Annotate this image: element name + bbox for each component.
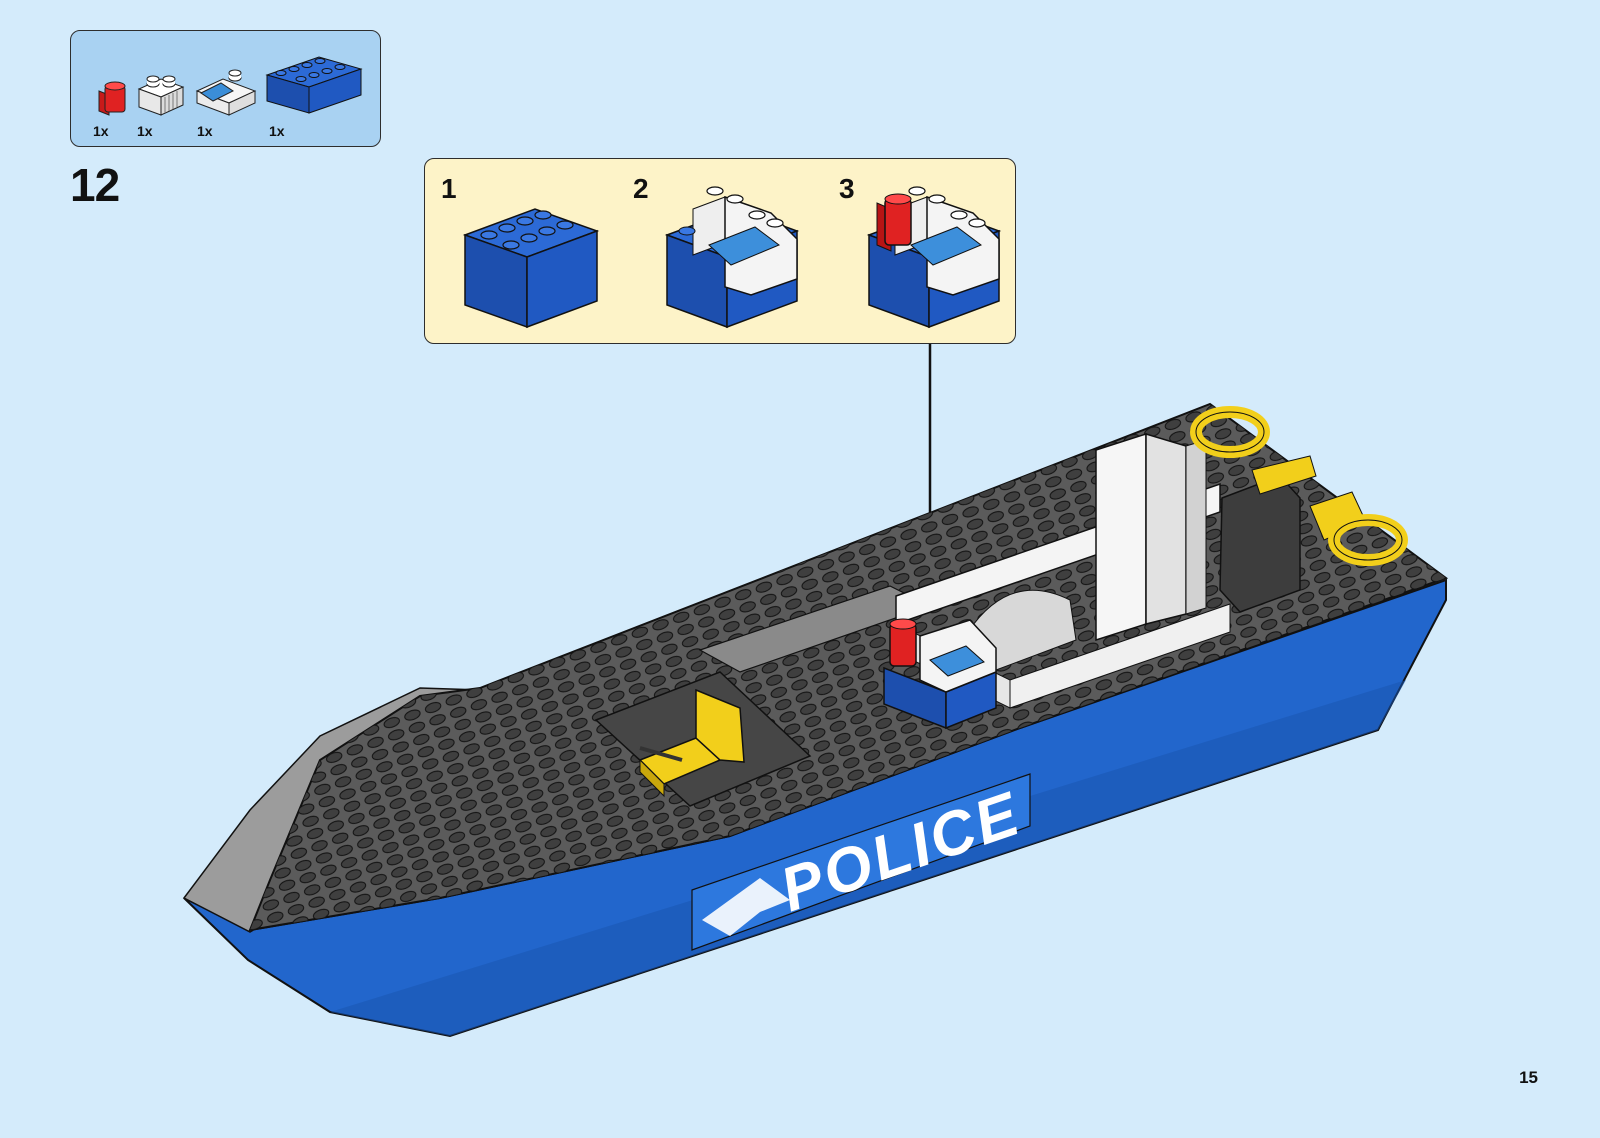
page-number: 15 (1519, 1068, 1538, 1088)
